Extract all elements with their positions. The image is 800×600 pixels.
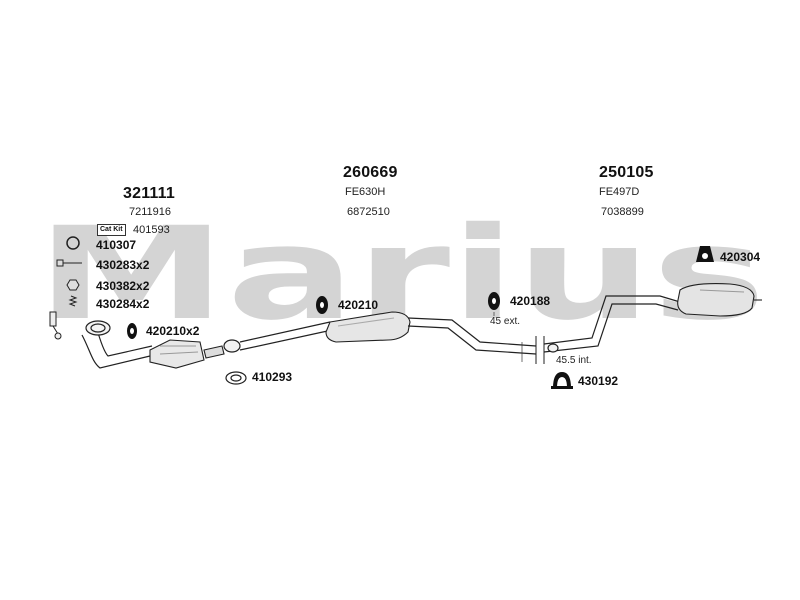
rubber-mount-icon-2 <box>316 296 328 314</box>
leader-lines <box>493 312 523 362</box>
part-430283-label: 430283x2 <box>96 258 150 272</box>
bolt-icon <box>56 259 82 267</box>
section-250105-number: 250105 <box>599 164 654 181</box>
rubber-mount-icon-3 <box>488 292 500 310</box>
gasket-icon <box>225 371 247 385</box>
section-250105-code: FE497D <box>599 186 640 198</box>
lambda-sensor-icon <box>49 311 62 340</box>
part-430382-label: 430382x2 <box>96 279 150 293</box>
part-410293-label: 410293 <box>252 370 293 384</box>
part-420304-label: 420304 <box>720 250 761 264</box>
part-430192-label: 430192 <box>578 374 619 388</box>
section-250105-ref: 7038899 <box>601 206 644 218</box>
rear-pipe <box>543 295 681 353</box>
section-260669-ref: 6872510 <box>347 206 390 218</box>
cat-kit-number: 401593 <box>133 224 170 236</box>
nut-icon <box>66 279 80 291</box>
spring-icon <box>68 295 78 307</box>
section-321111-ref: 7211916 <box>129 206 172 218</box>
intermediate-pipe <box>223 321 333 353</box>
part-430284-label: 430284x2 <box>96 297 150 311</box>
cat-kit-badge: Cat Kit <box>97 224 126 236</box>
rear-silencer <box>677 283 762 317</box>
rubber-mount-icon-4 <box>696 246 714 262</box>
cut-marks <box>535 336 545 364</box>
part-410307-label: 410307 <box>96 238 137 252</box>
rubber-mount-icon-1 <box>127 323 137 339</box>
section-260669-number: 260669 <box>343 164 398 181</box>
clamp-icon-2 <box>551 372 573 389</box>
part-420210-label: 420210 <box>338 298 379 312</box>
part-420210x2-label: 420210x2 <box>146 324 200 338</box>
front-pipe <box>81 320 161 369</box>
clamp-icon <box>66 236 80 250</box>
section-321111-number: 321111 <box>123 185 175 202</box>
middle-pipe <box>407 317 537 355</box>
note-int: 45.5 int. <box>556 355 592 366</box>
centre-silencer <box>325 311 411 343</box>
note-ext: 45 ext. <box>490 316 521 327</box>
catalytic-converter <box>149 339 225 369</box>
part-420188-label: 420188 <box>510 294 551 308</box>
section-260669-code: FE630H <box>345 186 386 198</box>
